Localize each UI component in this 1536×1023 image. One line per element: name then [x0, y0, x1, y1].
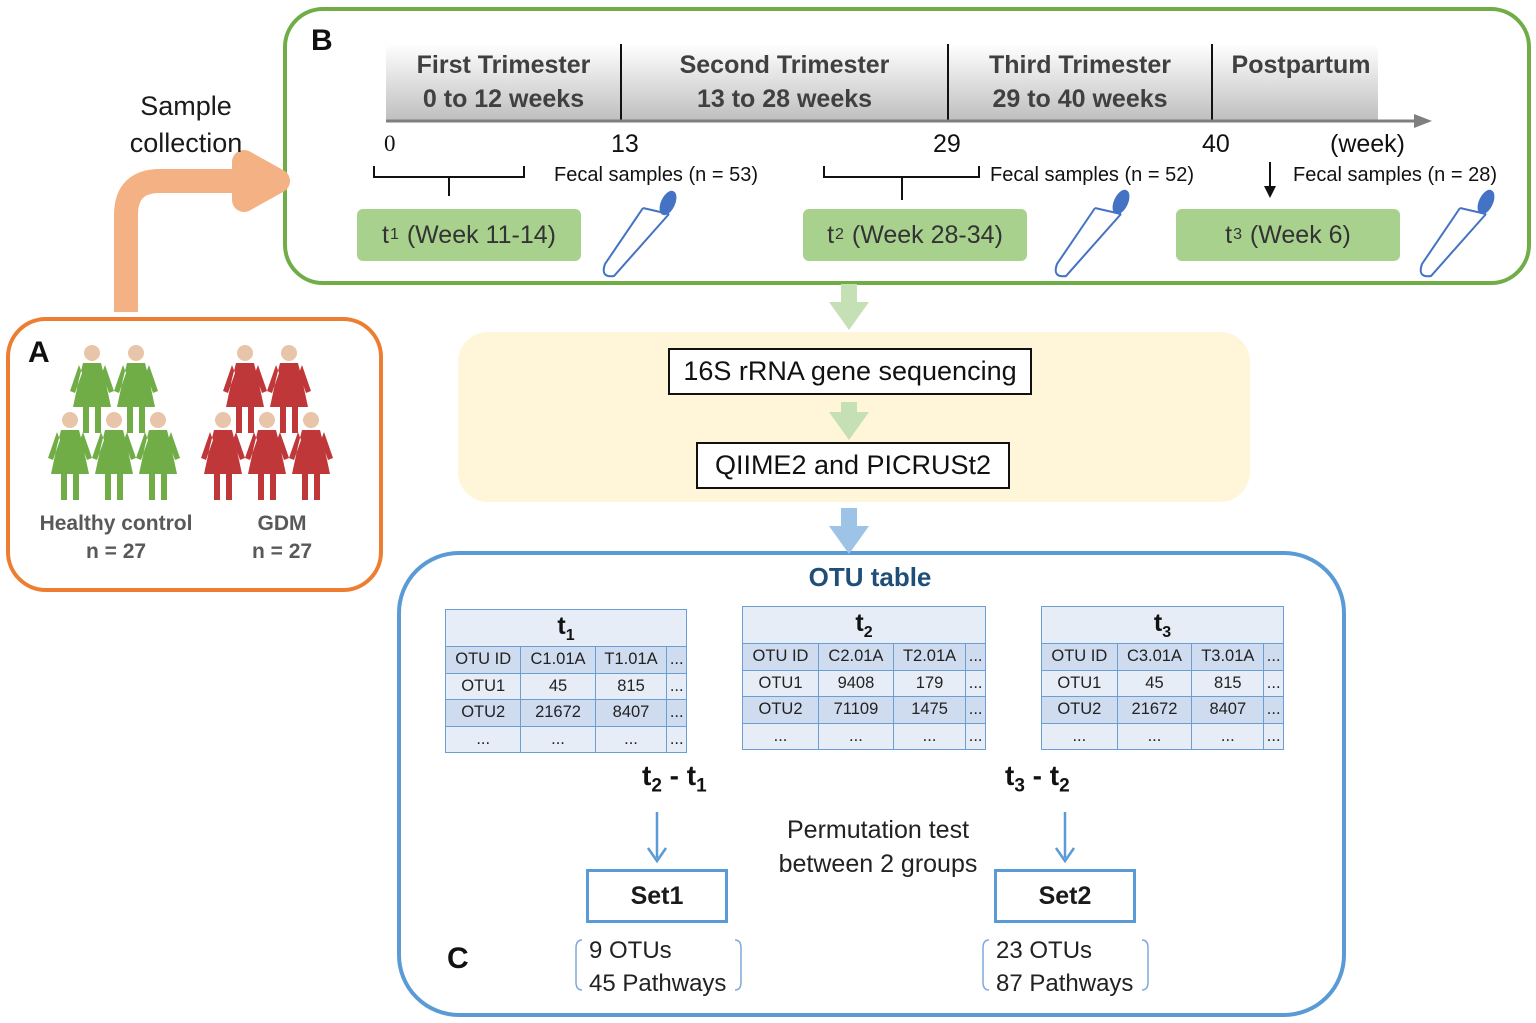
panel-b-border	[283, 7, 1531, 285]
person-icon	[92, 412, 136, 500]
gdm-people-icon	[201, 345, 333, 500]
fecal-samples-t1: Fecal samples (n = 53)	[554, 164, 758, 186]
tick-0: 0	[384, 131, 396, 156]
result-bracket-1	[575, 939, 742, 991]
panel-c-border	[397, 551, 1346, 1017]
tube-icon-3	[1419, 189, 1495, 278]
tick-29: 29	[933, 130, 961, 158]
flow-arrow-blue	[829, 508, 869, 554]
person-icon	[48, 412, 92, 500]
set2-box: Set2	[994, 869, 1136, 923]
person-icon	[267, 345, 311, 433]
result-bracket-2	[982, 939, 1149, 991]
sample-collection-label: Sample collection	[129, 91, 243, 158]
person-icon	[223, 345, 267, 433]
person-icon	[114, 345, 158, 433]
panel-a-border	[6, 317, 383, 592]
brace-t1	[373, 166, 525, 196]
panel-label-c: C	[447, 942, 469, 975]
pipeline-qiime2-picrust2: QIIME2 and PICRUSt2	[696, 442, 1010, 489]
tick-13: 13	[611, 130, 639, 158]
phase-postpartum: Postpartum	[1231, 51, 1371, 79]
panel-label-a: A	[28, 336, 50, 369]
flow-arrow-green-1	[829, 284, 869, 330]
person-icon	[201, 412, 245, 500]
sample-collection-arrowhead	[240, 158, 280, 204]
tick-week-unit: (week)	[1330, 130, 1406, 158]
diff-t2-t1: t2 - t1	[642, 760, 707, 797]
arrow-to-set1	[646, 812, 668, 864]
tube-icon-2	[1054, 189, 1130, 278]
set1-box: Set1	[586, 869, 728, 923]
flow-arrow-green-2	[829, 402, 869, 440]
person-icon	[245, 412, 289, 500]
person-icon	[289, 412, 333, 500]
fecal-samples-t2: Fecal samples (n = 52)	[990, 164, 1194, 186]
diff-t3-t2: t3 - t2	[1005, 760, 1070, 797]
otu-table-title: OTU table	[808, 562, 932, 592]
postpartum-arrow	[1264, 186, 1276, 198]
pipeline-16s-sequencing: 16S rRNA gene sequencing	[668, 348, 1032, 395]
person-icon	[70, 345, 114, 433]
panel-label-b: B	[311, 24, 333, 57]
person-icon	[136, 412, 180, 500]
arrow-to-set2	[1054, 812, 1076, 864]
fecal-samples-t3: Fecal samples (n = 28)	[1293, 164, 1497, 186]
healthy-control-people-icon	[48, 345, 180, 500]
brace-t2	[823, 166, 980, 200]
tube-icon-1	[602, 190, 677, 278]
tick-40: 40	[1202, 130, 1230, 158]
